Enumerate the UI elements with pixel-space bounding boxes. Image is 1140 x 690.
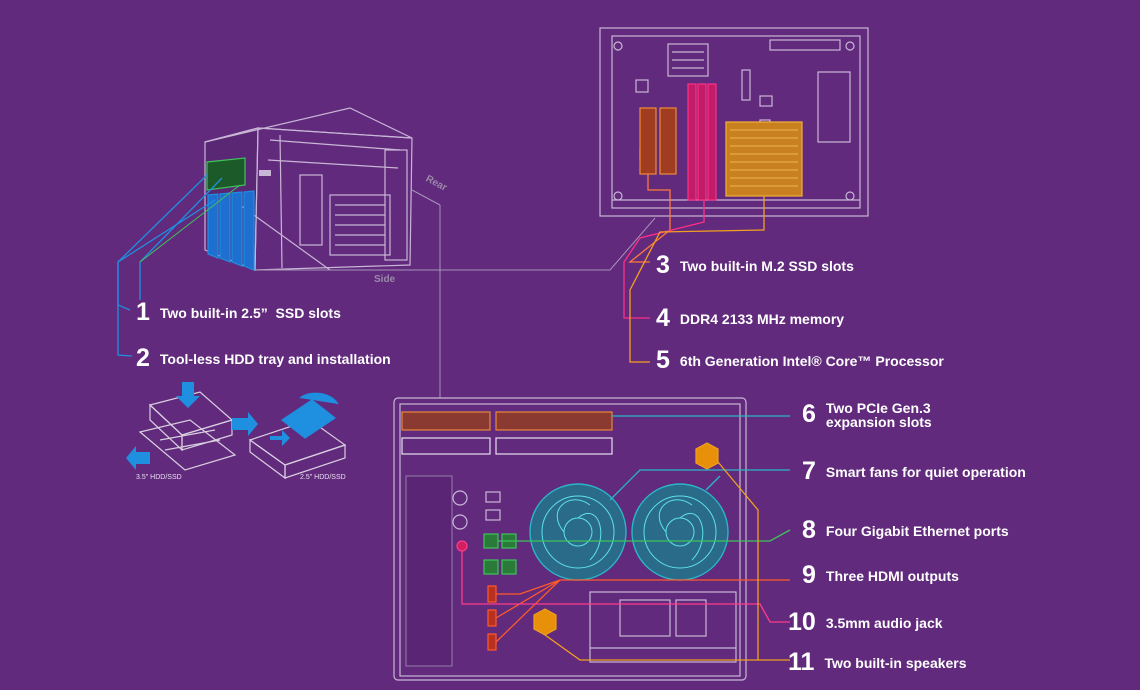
- rear-panel-view: [393, 397, 747, 681]
- callout-number: 1: [136, 298, 150, 326]
- ethernet-ports-highlight: [483, 533, 517, 575]
- callout-9: 9 Three HDMI outputs: [802, 561, 959, 590]
- leader-line-10: [461, 551, 790, 623]
- leader-line-5: [629, 196, 765, 363]
- fans-highlight: [529, 483, 729, 581]
- speakers-highlight: [533, 442, 719, 636]
- hdd-tray-25-illustration: [248, 392, 347, 480]
- leader-line-9b: [495, 579, 561, 619]
- callout-number: 10: [788, 608, 816, 636]
- side-view-label: Side: [374, 274, 396, 285]
- callout-label: Two built-in M.2 SSD slots: [679, 257, 854, 274]
- callout-label: 6th Generation Intel® Core™ Processor: [679, 352, 944, 369]
- leader-line-11b: [544, 634, 758, 661]
- callout-number: 2: [136, 344, 150, 372]
- callout-10: 10 3.5mm audio jack: [788, 608, 943, 637]
- m2-slots-highlight: [639, 107, 677, 175]
- callout-label: Two built-in 2.5” SSD slots: [159, 304, 341, 321]
- callout-5: 5 6th Generation Intel® Core™ Processor: [656, 346, 944, 375]
- mainboard-top-view: [599, 27, 869, 217]
- callout-number: 6: [802, 400, 816, 428]
- callout-label: Two built-in speakers: [824, 654, 967, 671]
- pcie-slots-highlight: [401, 411, 613, 431]
- callout-8: 8 Four Gigabit Ethernet ports: [802, 516, 1009, 545]
- tray-label-35: 3.5" HDD/SSD: [136, 474, 182, 481]
- hdmi-ports-highlight: [487, 585, 497, 651]
- leader-line-7: [609, 469, 790, 501]
- hdd-trays-highlight: [207, 190, 255, 271]
- callout-number: 5: [656, 346, 670, 374]
- callout-4: 4 DDR4 2133 MHz memory: [656, 304, 844, 333]
- leader-line-9: [496, 579, 790, 595]
- callout-number: 9: [802, 561, 816, 589]
- callout-number: 11: [788, 648, 815, 676]
- cpu-heatsink-highlight: [725, 121, 803, 197]
- callout-label-line1: Two PCIe Gen.3: [825, 399, 931, 416]
- leader-line-9c: [495, 579, 561, 643]
- ssd-bay-highlight: [206, 157, 246, 191]
- tray-label-25: 2.5" HDD/SSD: [300, 474, 346, 481]
- callout-number: 4: [656, 304, 670, 332]
- callout-3: 3 Two built-in M.2 SSD slots: [656, 251, 854, 280]
- callout-1: 1 Two built-in 2.5” SSD slots: [136, 298, 341, 327]
- leader-line-4: [623, 200, 705, 319]
- callout-number: 7: [802, 457, 816, 485]
- memory-highlight: [687, 83, 717, 201]
- callout-label: DDR4 2133 MHz memory: [679, 310, 845, 327]
- callout-label: Tool-less HDD tray and installation: [159, 350, 391, 367]
- callout-label: Smart fans for quiet operation: [825, 463, 1026, 480]
- callout-number: 8: [802, 516, 816, 544]
- audio-jack-highlight: [456, 540, 468, 552]
- leader-line-8: [498, 529, 791, 542]
- callout-6: 6 Two PCIe Gen.3 expansion slots: [802, 400, 932, 429]
- callout-2: 2 Tool-less HDD tray and installation: [136, 344, 391, 373]
- callout-label: Four Gigabit Ethernet ports: [825, 522, 1009, 539]
- callout-label-line2: expansion slots: [825, 413, 932, 430]
- callout-number: 3: [656, 251, 670, 279]
- leader-line-7b: [705, 475, 721, 491]
- leader-line-3: [628, 174, 671, 263]
- callout-11: 11 Two built-in speakers: [788, 648, 967, 677]
- callout-label: 3.5mm audio jack: [825, 614, 943, 631]
- callout-label: Three HDMI outputs: [825, 567, 959, 584]
- callout-7: 7 Smart fans for quiet operation: [802, 457, 1026, 486]
- leader-line-11: [717, 461, 790, 661]
